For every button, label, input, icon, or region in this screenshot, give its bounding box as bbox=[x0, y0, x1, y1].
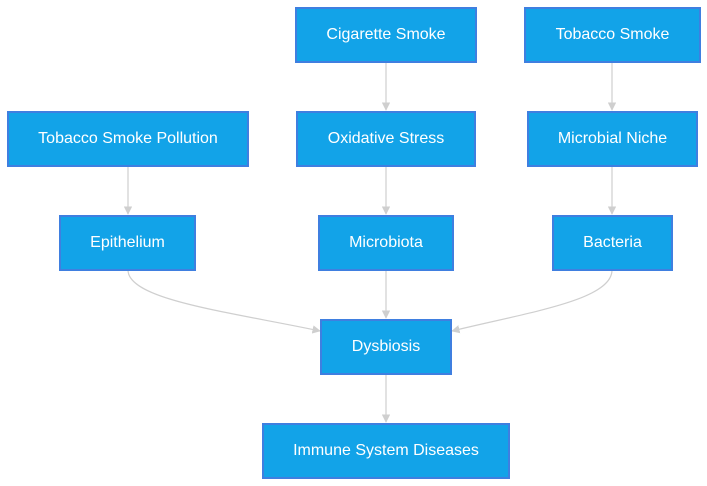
node-label: Epithelium bbox=[90, 234, 165, 251]
node-microbiota: Microbiota bbox=[318, 215, 454, 271]
node-bacteria: Bacteria bbox=[552, 215, 673, 271]
node-microbial-niche: Microbial Niche bbox=[527, 111, 698, 167]
node-label: Dysbiosis bbox=[351, 338, 421, 355]
edge-bacteria-to-dysbiosis bbox=[451, 269, 613, 334]
node-cigarette-smoke: Cigarette Smoke bbox=[295, 7, 477, 63]
edge-epithelium-to-dysbiosis bbox=[127, 269, 321, 334]
node-tobacco-smoke: Tobacco Smoke bbox=[524, 7, 701, 63]
node-dysbiosis: Dysbiosis bbox=[320, 319, 452, 375]
node-label: Tobacco Smoke Pollution bbox=[38, 130, 218, 147]
node-tobacco-smoke-pollution: Tobacco Smoke Pollution bbox=[7, 111, 249, 167]
node-oxidative-stress: Oxidative Stress bbox=[296, 111, 476, 167]
node-label: Immune System Diseases bbox=[293, 442, 479, 459]
node-label: Tobacco Smoke bbox=[555, 26, 670, 43]
node-epithelium: Epithelium bbox=[59, 215, 196, 271]
node-label: Microbial Niche bbox=[557, 130, 668, 147]
node-immune-system-diseases: Immune System Diseases bbox=[262, 423, 510, 479]
node-label: Bacteria bbox=[583, 234, 642, 251]
node-label: Oxidative Stress bbox=[327, 130, 445, 147]
node-label: Cigarette Smoke bbox=[326, 26, 446, 43]
node-label: Microbiota bbox=[349, 234, 423, 251]
